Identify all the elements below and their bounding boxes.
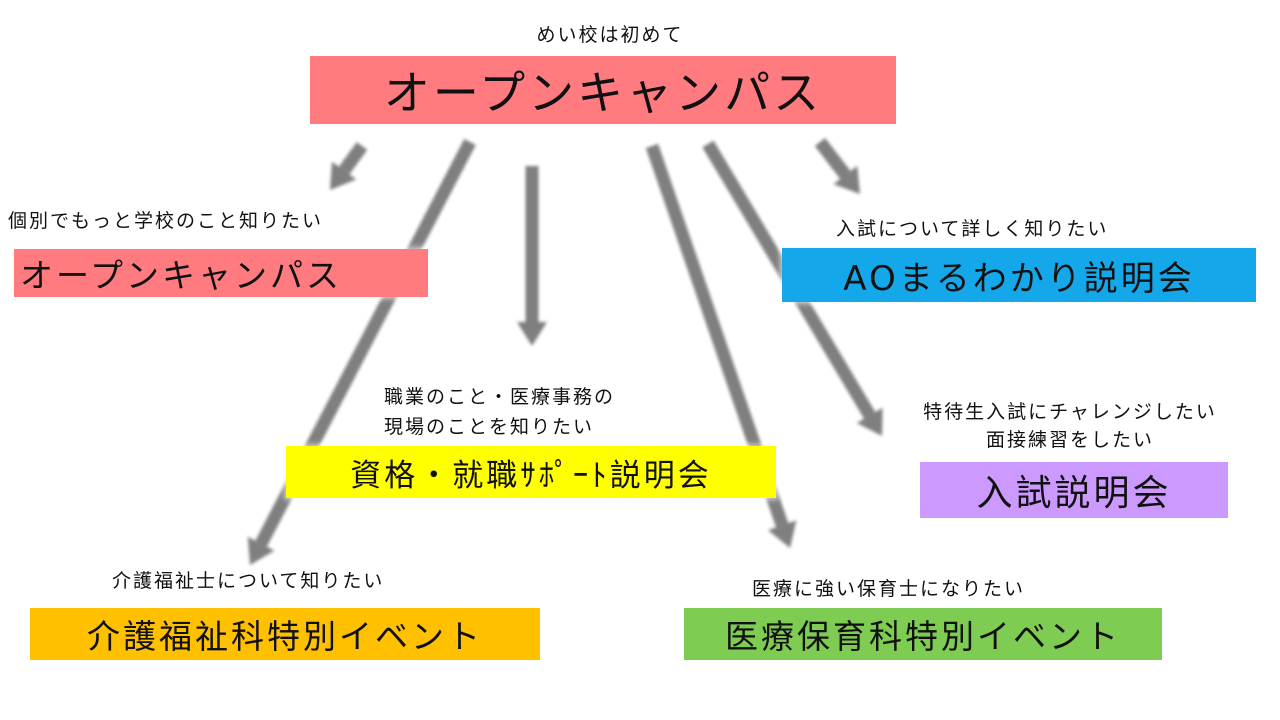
nyushi-session-box[interactable]: 入試説明会 [920,462,1228,518]
arrow-to-iryo-head [768,520,797,548]
iryo-caption: 医療に強い保育士になりたい [752,578,1026,600]
nyushi-session-label: 入試説明会 [976,473,1172,514]
nyushi-caption-line1: 特待生入試にチャレンジしたい [923,401,1217,423]
ao-session-label: AOまるわかり説明会 [843,258,1195,299]
shikaku-caption: 職業のこと・医療事務の 現場のことを知りたい [384,382,615,442]
kaigo-caption: 介護福祉士について知りたい [112,570,385,592]
arrow-to-ao-shaft [814,138,851,179]
arrow-to-ao [814,138,860,194]
arrow-to-open-campus [330,142,368,190]
shikaku-session-box[interactable]: 資格・就職ｻﾎﾟｰﾄ説明会 [286,446,776,498]
shikaku-caption-line2: 現場のことを知りたい [384,416,595,438]
shikaku-session-label: 資格・就職ｻﾎﾟｰﾄ説明会 [350,457,712,494]
iryo-event-box[interactable]: 医療保育科特別イベント [684,608,1162,660]
nyushi-caption-line2: 面接練習をしたい [985,429,1154,451]
main-open-campus-label: オープンキャンパス [383,66,823,120]
shikaku-caption-line1: 職業のこと・医療事務の [384,386,616,408]
open-campus-label: オープンキャンパス [20,256,343,295]
kaigo-event-box[interactable]: 介護福祉科特別イベント [30,608,540,660]
main-open-campus-box[interactable]: オープンキャンパス [310,56,896,124]
nyushi-caption: 特待生入試にチャレンジしたい 面接練習をしたい [880,398,1260,454]
arrow-to-open-campus-shaft [338,142,368,175]
main-caption: めい校は初めて [536,24,684,46]
arrow-to-ao-head [833,165,860,194]
arrow-to-kaigo [247,139,476,565]
ao-session-box[interactable]: AOまるわかり説明会 [782,248,1256,302]
open-campus-box[interactable]: オープンキャンパス [14,249,428,297]
arrow-to-shikaku-head [517,322,547,346]
arrow-to-shikaku [517,166,547,346]
open-campus-caption: 個別でもっと学校のこと知りたい [8,210,324,232]
ao-caption: 入試について詳しく知りたい [836,218,1109,240]
iryo-event-label: 医療保育科特別イベント [725,617,1121,656]
arrow-to-open-campus-head [330,161,357,190]
arrow-to-nyushi-head [856,407,883,436]
kaigo-event-label: 介護福祉科特別イベント [87,617,483,656]
arrow-to-kaigo-head [247,536,275,565]
